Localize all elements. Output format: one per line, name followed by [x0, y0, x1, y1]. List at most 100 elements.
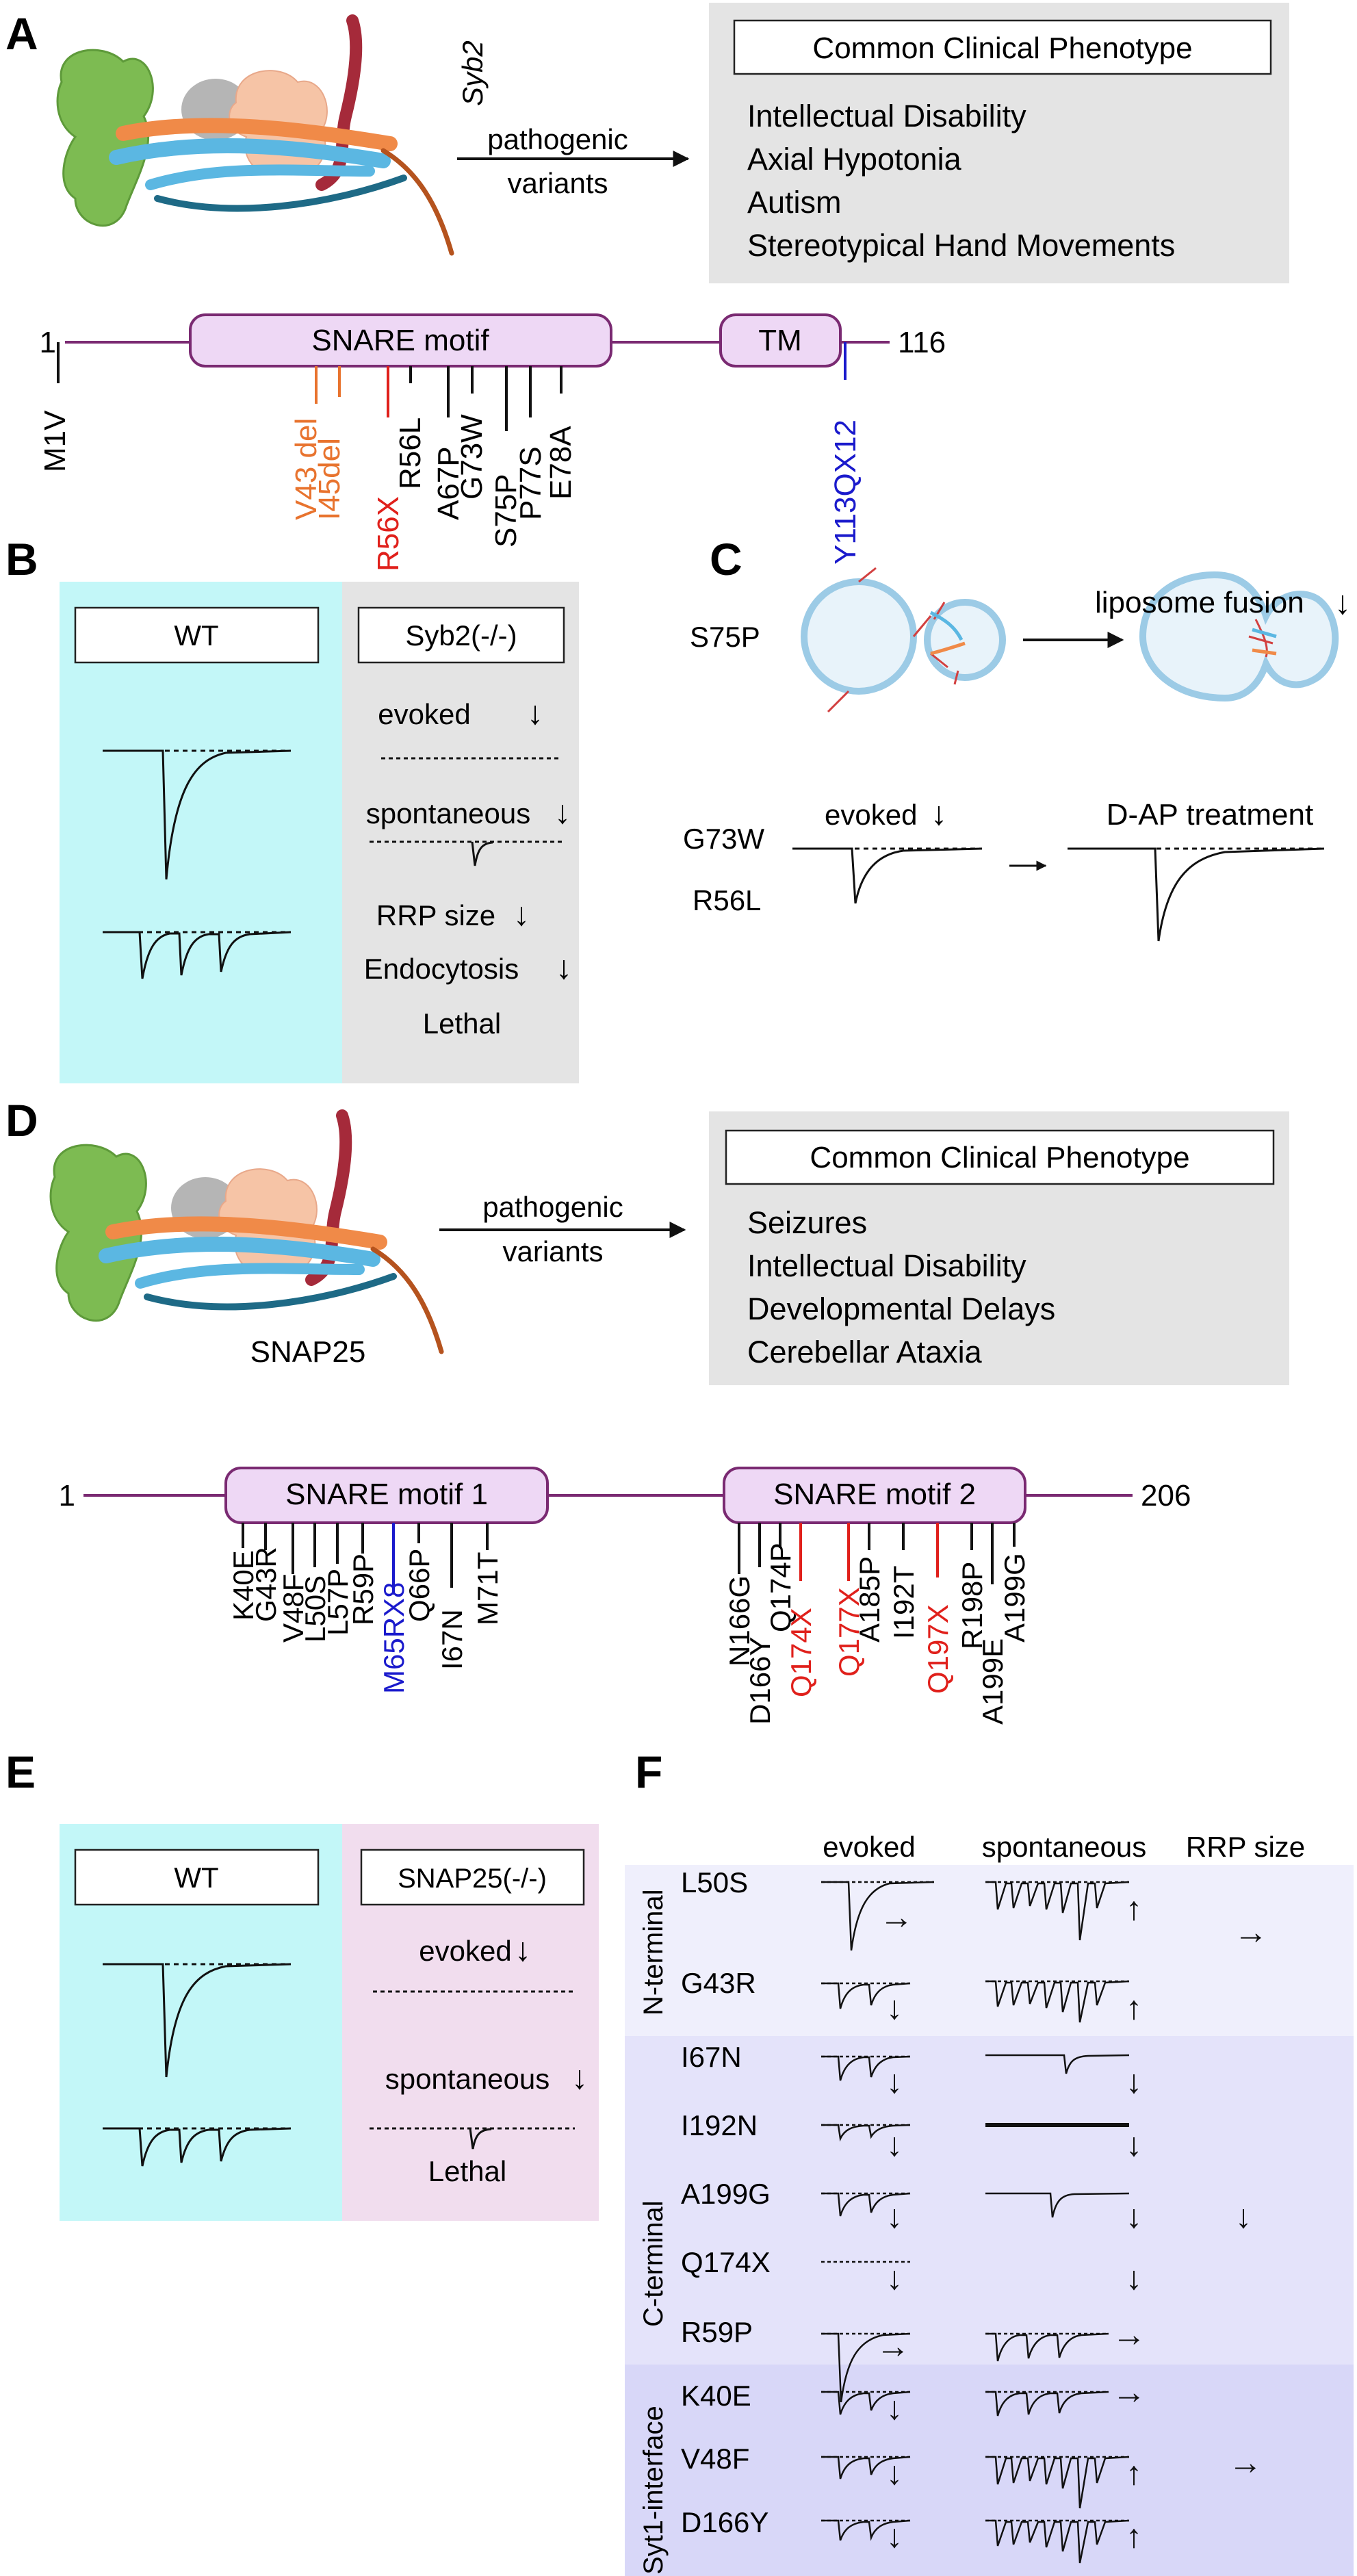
wt-trace-train-e	[103, 2127, 292, 2167]
svg-text:↓: ↓	[886, 1990, 903, 2026]
syb2-start: 1	[40, 326, 56, 359]
svg-text:→: →	[879, 1898, 914, 1936]
group-c-label: C-terminal	[638, 2201, 669, 2327]
svg-text:↓: ↓	[886, 2391, 903, 2427]
group-n-label: N-terminal	[638, 1890, 669, 2015]
variant-q197x: Q197X	[922, 1604, 954, 1694]
svg-text:→: →	[1112, 2315, 1146, 2354]
svg-text:↓: ↓	[1126, 2199, 1142, 2235]
spont-down-b: ↓	[554, 795, 571, 831]
variant-r56l: R56L	[393, 417, 427, 489]
variant-l57p: L57P	[322, 1569, 354, 1636]
f-evoked-traces	[821, 1881, 935, 2541]
snare-motif-2-box	[723, 1467, 1026, 1524]
variant-l50s: L50S	[299, 1575, 331, 1643]
phenotype-a-2: Axial Hypotonia	[747, 142, 962, 177]
variant-i192t: I192T	[888, 1566, 920, 1639]
variant-y113qx12: Y113QX12	[829, 420, 862, 565]
panel-b-wt-bg	[60, 582, 342, 1083]
phenotype-a-3: Autism	[747, 185, 842, 220]
phenotype-title-box-d	[725, 1129, 1275, 1185]
variant-r198p: R198P	[956, 1562, 988, 1649]
phenotype-d-4: Cerebellar Ataxia	[747, 1335, 983, 1369]
row-label-a199g: A199G	[681, 2178, 771, 2210]
row-label-d166y: D166Y	[681, 2506, 768, 2538]
wt-box-e	[74, 1849, 320, 1906]
wt-trace-evoked-e	[103, 1963, 292, 2078]
snap25-motif1-ticks	[242, 1523, 489, 1595]
dap-label: D-AP treatment	[1107, 798, 1313, 832]
panel-label-b: B	[5, 534, 38, 584]
variant-r59p: R59P	[347, 1554, 379, 1625]
endo-down-b: ↓	[556, 950, 572, 986]
panel-label-e: E	[5, 1747, 36, 1797]
svg-text:→: →	[1228, 2443, 1263, 2482]
svg-text:→: →	[876, 2327, 910, 2365]
svg-text:↓: ↓	[1235, 2199, 1252, 2235]
variant-s75p: S75P	[489, 474, 523, 548]
r56l-label-c: R56L	[693, 884, 761, 916]
mutant-evoked-trace-c	[792, 847, 983, 904]
evoked-down-e: ↓	[515, 1932, 531, 1968]
row-label-k40e: K40E	[681, 2380, 751, 2412]
phenotype-title-box-a	[733, 19, 1272, 75]
row-label-g43r: G43R	[681, 1967, 756, 1999]
rrp-label-b: RRP size	[376, 899, 495, 931]
ko-spont-trace	[370, 840, 565, 866]
variant-q177x: Q177X	[833, 1587, 865, 1677]
svg-text:↑: ↑	[1126, 2456, 1142, 2492]
snap25-snare-complex-illustration	[49, 1109, 444, 1354]
snap25-start: 1	[59, 1479, 75, 1512]
variant-d166y: D166Y	[744, 1637, 776, 1725]
row-label-i67n: I67N	[681, 2041, 742, 2073]
svg-text:↑: ↑	[1126, 1990, 1142, 2026]
rrp-down-b: ↓	[513, 897, 530, 933]
snap25-domain-map	[83, 1467, 1133, 1524]
variant-q66p: Q66P	[403, 1549, 435, 1622]
svg-text:↓: ↓	[1126, 2261, 1142, 2297]
col-spontaneous: spontaneous	[982, 1831, 1147, 1863]
svg-text:↓: ↓	[886, 2064, 903, 2100]
group-s-bg	[625, 2365, 1354, 2576]
ko-spont-trace-e	[370, 2127, 575, 2150]
liposome-label: liposome fusion	[1095, 586, 1304, 619]
svg-text:→: →	[1112, 2373, 1146, 2411]
variant-i45del: I45del	[313, 438, 346, 520]
variant-m65rx8: M65RX8	[378, 1582, 410, 1694]
syb2-end: 116	[898, 326, 946, 359]
snap25-end: 206	[1141, 1479, 1191, 1512]
variants-label-a: variants	[507, 167, 608, 199]
variant-r56x: R56X	[372, 496, 405, 571]
variant-i67n: I67N	[436, 1609, 468, 1670]
group-n-bg	[625, 1865, 1354, 2036]
syb2-snare-complex-illustration	[56, 14, 454, 256]
variant-a67p: A67P	[432, 446, 465, 520]
snare-motif-2-label: SNARE motif 2	[773, 1478, 976, 1511]
spont-label-b: spontaneous	[366, 797, 531, 829]
endo-label-b: Endocytosis	[364, 953, 519, 985]
col-evoked: evoked	[823, 1831, 915, 1863]
spont-down-e: ↓	[571, 2060, 588, 2096]
panel-label-f: F	[635, 1747, 662, 1797]
phenotype-a-1: Intellectual Disability	[747, 99, 1026, 133]
dap-trace-c	[1068, 847, 1325, 942]
variant-g43r: G43R	[250, 1547, 282, 1622]
phenotype-d-3: Developmental Delays	[747, 1291, 1055, 1326]
svg-text:↓: ↓	[886, 2519, 903, 2555]
syb2-variant-ticks	[315, 342, 846, 431]
s75p-label-c: S75P	[690, 621, 760, 653]
svg-text:↑: ↑	[1126, 1891, 1142, 1927]
g73w-label-c: G73W	[683, 823, 764, 855]
lethal-label-e: Lethal	[428, 2155, 506, 2187]
snap25-label: SNAP25	[250, 1335, 366, 1369]
variant-v48f: V48F	[277, 1574, 309, 1643]
variant-k40e: K40E	[227, 1550, 259, 1621]
snare-motif-label: SNARE motif	[311, 324, 489, 357]
col-rrp: RRP size	[1186, 1831, 1305, 1863]
row-label-i192n: I192N	[681, 2109, 758, 2141]
panel-label-c: C	[710, 534, 742, 584]
group-c-bg	[625, 2036, 1354, 2365]
variant-n166g: N166G	[723, 1575, 755, 1666]
variant-g73w: G73W	[455, 414, 489, 500]
